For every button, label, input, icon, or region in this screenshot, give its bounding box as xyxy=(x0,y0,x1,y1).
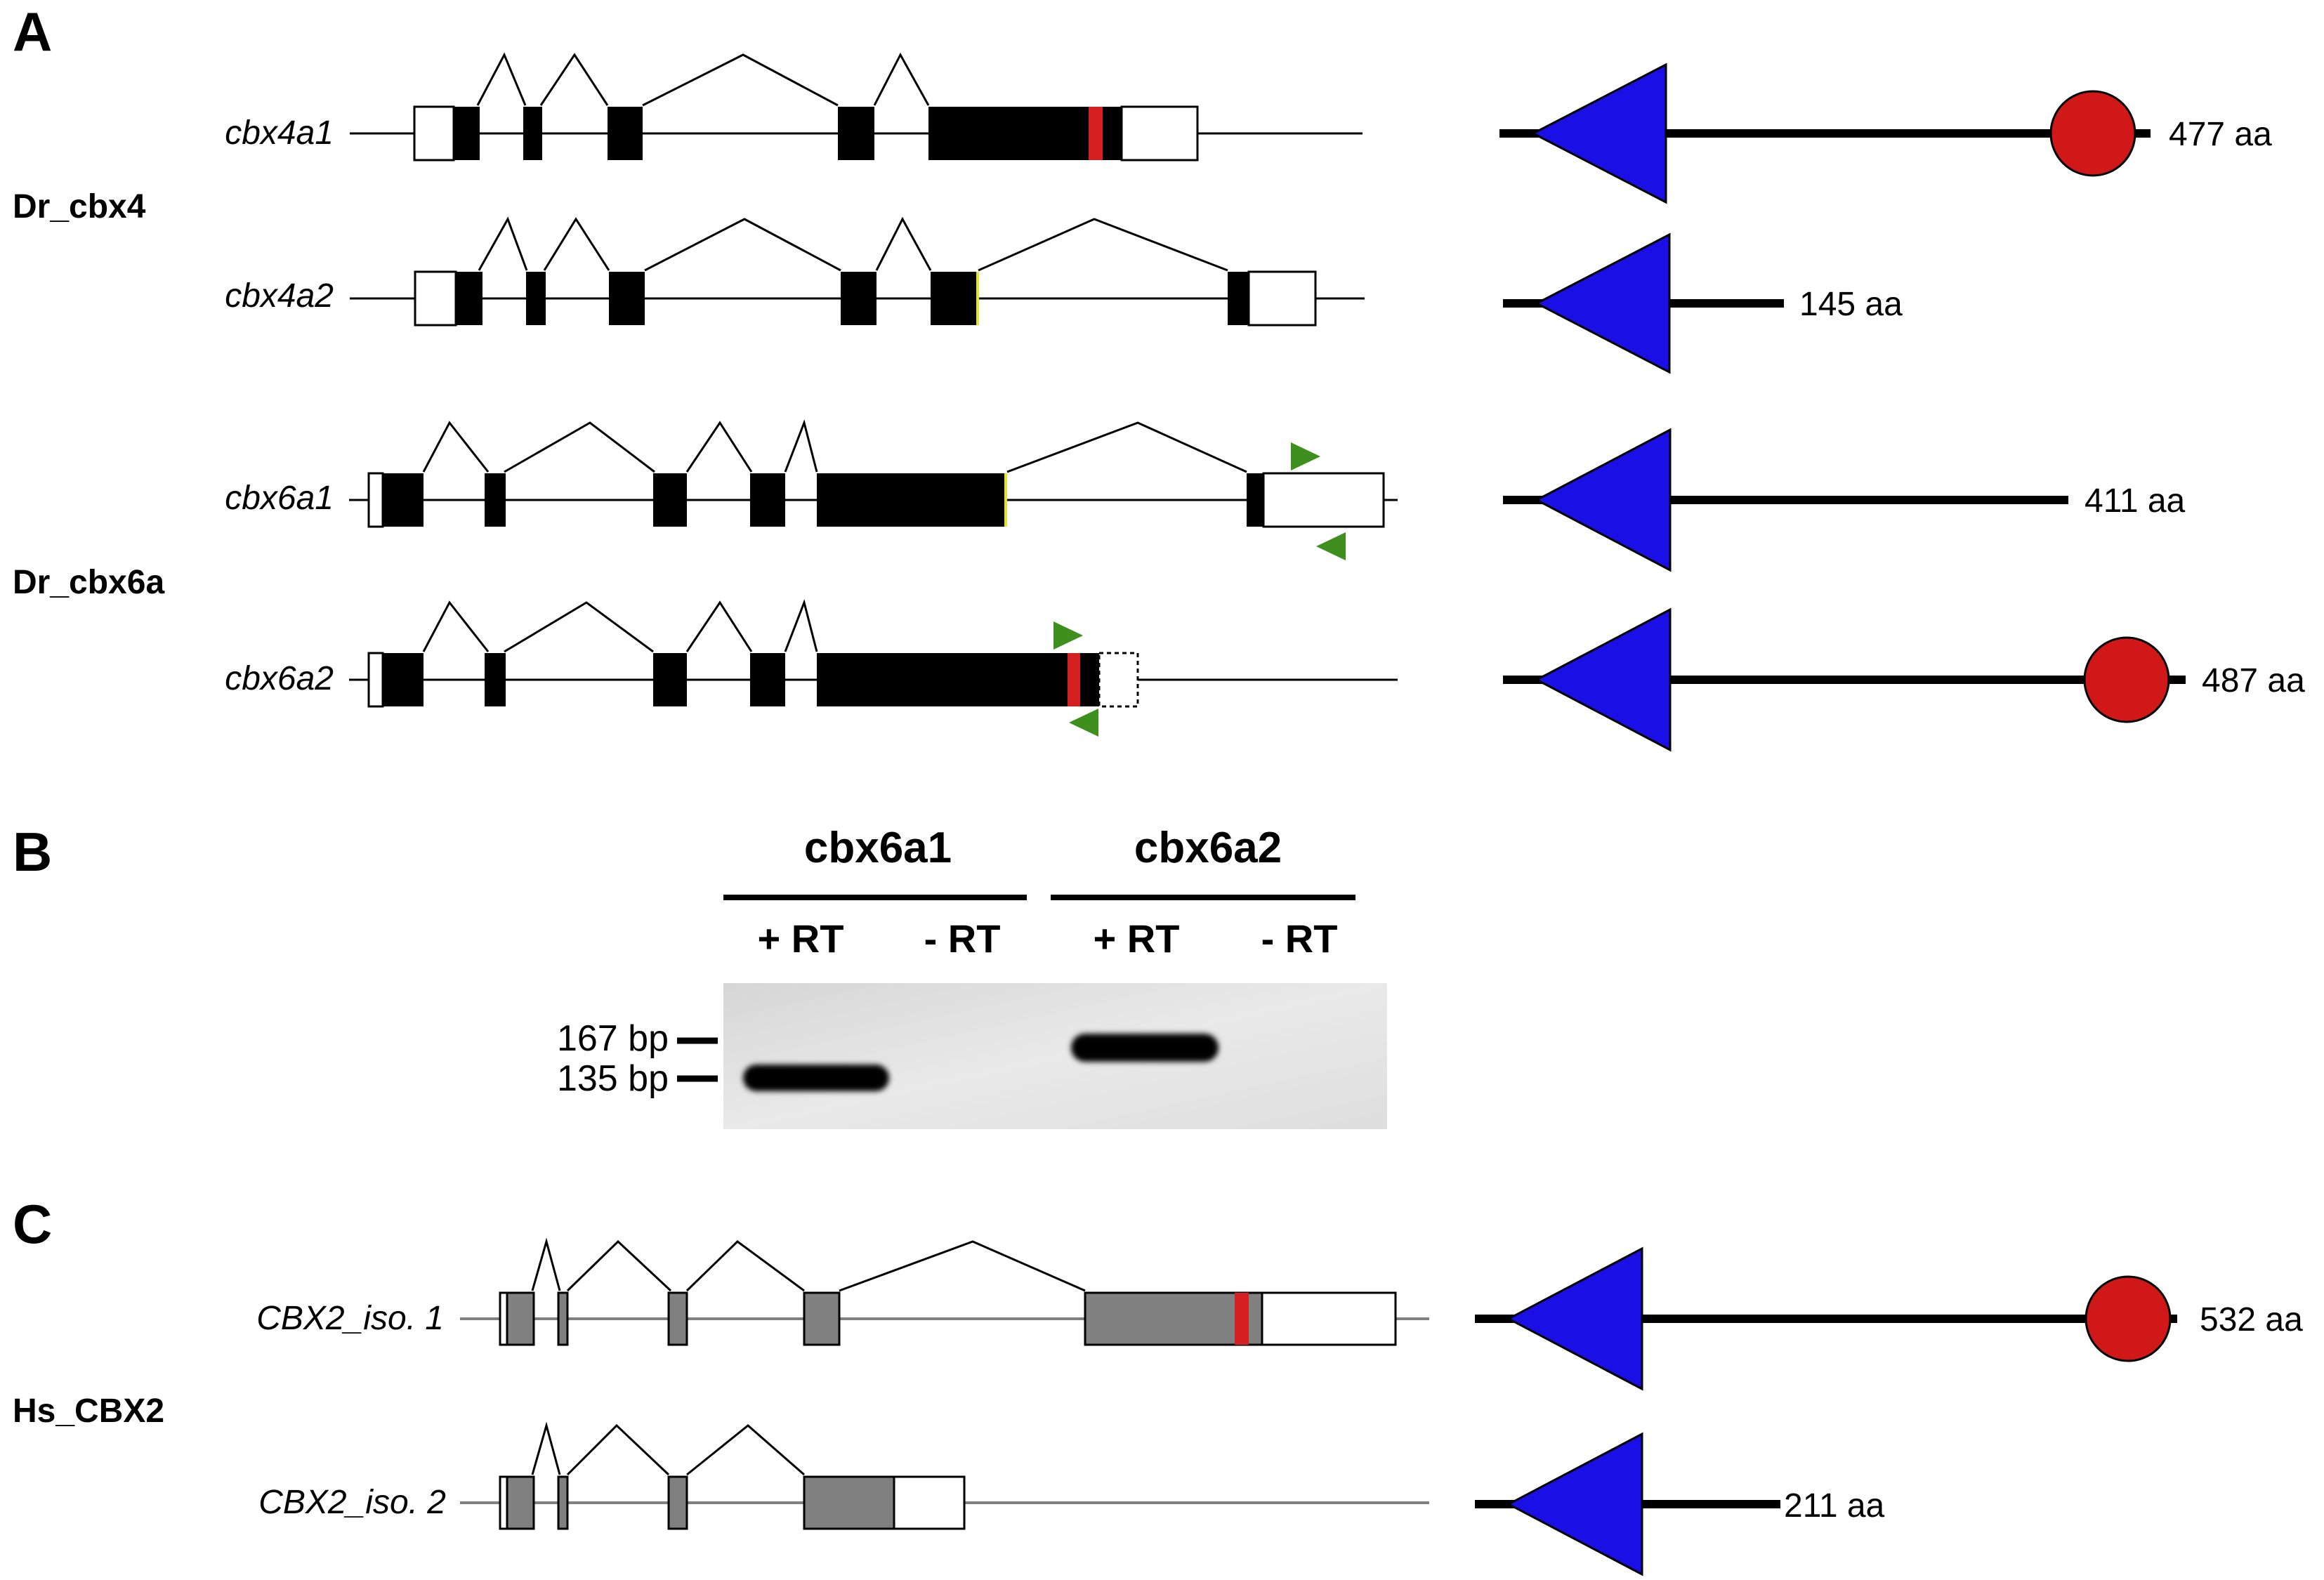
cbox-circle xyxy=(2083,636,2170,723)
protein-cbx2-iso2: 211 aa xyxy=(1475,1432,1885,1576)
group-label-cbx2: Hs_CBX2 xyxy=(13,1393,164,1430)
marker-label-135bp: 135 bp xyxy=(557,1058,669,1099)
reverse-primer-arrow xyxy=(1316,532,1346,560)
gel-image xyxy=(723,983,1387,1129)
isoform-label-cbx4a1: cbx4a1 xyxy=(225,114,334,152)
protein-length-cbx4a1: 477 aa xyxy=(2169,116,2272,153)
gene-model-cbx2-iso1: CBX2_iso. 1 xyxy=(256,1237,1429,1346)
protein-length-cbx2-iso1: 532 aa xyxy=(2200,1301,2303,1338)
panel-letter-b: B xyxy=(13,821,52,883)
gene-model-cbx6a2: cbx6a2 xyxy=(225,599,1398,737)
chromodomain-triangle xyxy=(1534,428,1672,572)
protein-length-cbx6a2: 487 aa xyxy=(2202,662,2305,699)
lane-label: - RT xyxy=(924,916,1001,961)
lane-label: + RT xyxy=(1094,916,1180,961)
chromodomain-triangle xyxy=(1534,607,1672,752)
isoform-label-cbx4a2: cbx4a2 xyxy=(225,277,334,315)
protein-cbx6a2: 487 aa xyxy=(1503,607,2305,752)
marker-label-167bp: 167 bp xyxy=(557,1018,669,1059)
protein-cbx2-iso1: 532 aa xyxy=(1475,1246,2303,1391)
protein-cbx4a2: 145 aa xyxy=(1503,232,1903,374)
protein-cbx4a1: 477 aa xyxy=(1499,62,2272,204)
protein-length-cbx4a2: 145 aa xyxy=(1799,286,1903,323)
chromodomain-triangle xyxy=(1530,62,1667,204)
gel-header-cbx6a1: cbx6a1 xyxy=(804,824,952,872)
forward-primer-arrow xyxy=(1291,442,1320,470)
isoform-label-cbx6a2: cbx6a2 xyxy=(225,660,334,697)
forward-primer-arrow xyxy=(1053,621,1083,650)
gel-band-167bp xyxy=(1071,1034,1219,1062)
gene-model-cbx6a1: cbx6a1 xyxy=(225,419,1398,560)
isoform-label-cbx2-iso1: CBX2_iso. 1 xyxy=(256,1300,444,1337)
gene-model-cbx4a2: cbx4a2 xyxy=(225,216,1365,327)
gene-model-cbx4a1: cbx4a1 xyxy=(225,52,1363,162)
gene-model-cbx2-iso2: CBX2_iso. 2 xyxy=(258,1421,1429,1530)
chromodomain-triangle xyxy=(1534,232,1671,374)
lane-label: - RT xyxy=(1261,916,1338,961)
group-label-cbx4: Dr_cbx4 xyxy=(13,188,146,225)
group-label-cbx6a: Dr_cbx6a xyxy=(13,564,164,601)
protein-length-cbx2-iso2: 211 aa xyxy=(1784,1487,1885,1525)
isoform-label-cbx6a1: cbx6a1 xyxy=(225,480,334,517)
cbox-circle xyxy=(2085,1275,2172,1362)
chromodomain-triangle xyxy=(1506,1432,1643,1576)
gel-header-cbx6a2: cbx6a2 xyxy=(1134,824,1282,872)
protein-length-cbx6a1: 411 aa xyxy=(2085,482,2186,520)
lane-label: + RT xyxy=(758,916,844,961)
cbox-circle xyxy=(2049,90,2136,177)
panel-letter-a: A xyxy=(13,1,52,62)
panel-letter-c: C xyxy=(13,1193,52,1255)
protein-cbx6a1: 411 aa xyxy=(1503,428,2186,572)
gel-band-135bp xyxy=(743,1065,889,1091)
isoform-label-cbx2-iso2: CBX2_iso. 2 xyxy=(258,1484,446,1521)
chromodomain-triangle xyxy=(1506,1246,1643,1391)
gel-panel: cbx6a1 cbx6a2 + RT - RT + RT - RT 167 bp… xyxy=(557,824,1387,1129)
reverse-primer-arrow xyxy=(1069,709,1098,737)
